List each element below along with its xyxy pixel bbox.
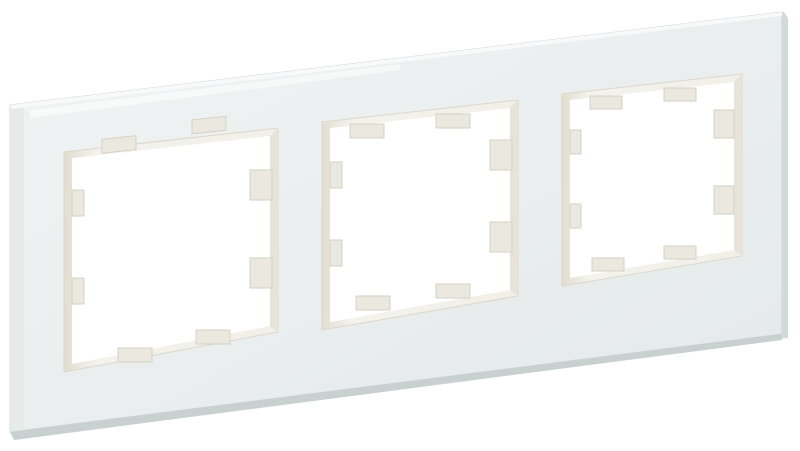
clip (569, 203, 582, 229)
clip (663, 245, 697, 260)
opening-gang-3 (561, 73, 743, 287)
clip (195, 329, 231, 345)
opening-hole-3 (570, 82, 734, 278)
clip (435, 283, 471, 299)
clip (101, 135, 137, 154)
clip (489, 221, 513, 253)
opening-hole-1 (72, 136, 270, 364)
clip (349, 123, 385, 139)
clip (249, 257, 273, 289)
glass-left-edge (10, 104, 24, 432)
clip (713, 185, 735, 215)
glass-bottom-edge (10, 334, 782, 440)
opening-gang-2 (321, 99, 519, 331)
opening-gang-1 (63, 115, 279, 373)
clip (591, 257, 625, 272)
clip (663, 87, 697, 102)
glass-reflection (30, 64, 400, 118)
glass-top-edge (10, 12, 782, 109)
clip (329, 161, 343, 189)
opening-hole-2 (330, 108, 510, 322)
clip (435, 113, 471, 129)
clip (713, 109, 735, 139)
clip (191, 115, 227, 135)
clip (569, 129, 582, 155)
clip (489, 139, 513, 171)
clip (117, 347, 153, 363)
clip (329, 239, 343, 267)
clip (589, 95, 623, 110)
clip (71, 277, 85, 305)
clip (71, 189, 85, 217)
clip (355, 295, 391, 311)
clip (249, 169, 273, 201)
